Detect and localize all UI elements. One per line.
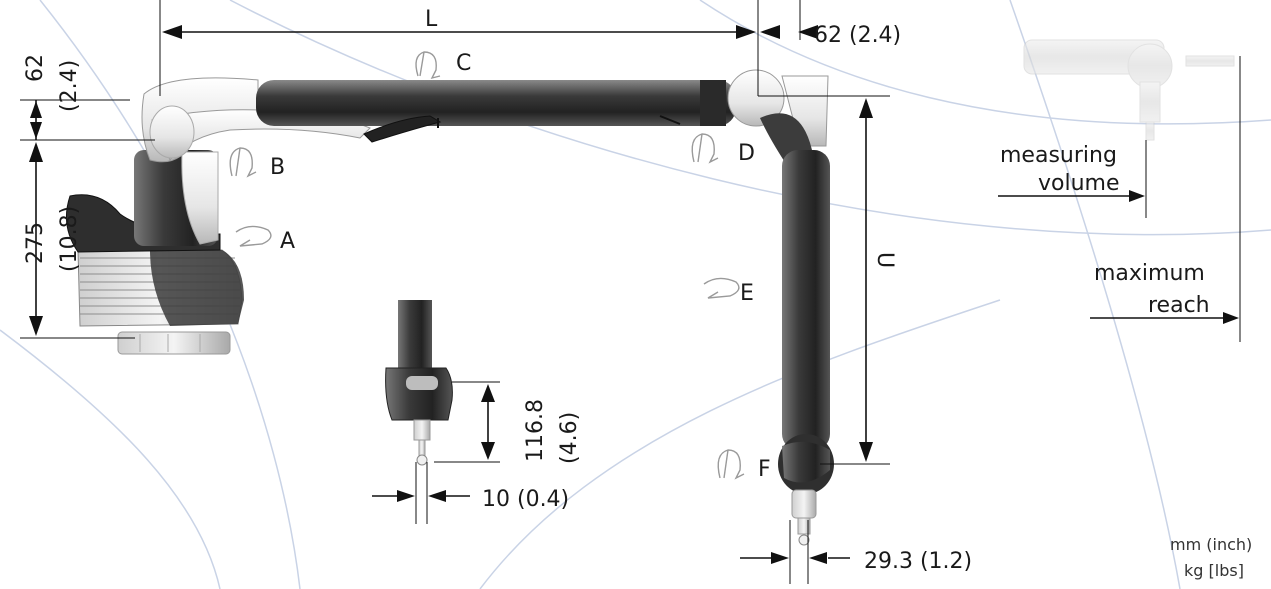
- dim-arm-tip-width-label: 29.3 (1.2): [864, 549, 972, 574]
- rotation-symbols: [229, 51, 745, 480]
- rotation-c-icon: [415, 51, 441, 80]
- axis-e-label: E: [740, 281, 754, 306]
- probe-detail: [385, 300, 453, 466]
- dim-top-offset-label: 62 (2.4): [814, 23, 901, 48]
- units-mass: kg [lbs]: [1184, 561, 1244, 580]
- horizontal-arm: [256, 80, 736, 143]
- vertical-arm: [778, 150, 834, 546]
- rotation-e-icon: [703, 277, 740, 299]
- dim-left-offset-mm-label: 62: [23, 54, 48, 82]
- dim-upper-label: U: [872, 252, 897, 268]
- dim-base-height-in-label: (10.8): [57, 206, 82, 272]
- axis-d-label: D: [738, 141, 755, 166]
- rotation-f-icon: [717, 449, 745, 480]
- dim-probe-height-in-label: (4.6): [557, 412, 582, 464]
- volume-legend-graphic: [1023, 39, 1235, 141]
- measuring-volume-line2: volume: [1038, 171, 1120, 196]
- maximum-reach-line2: reach: [1148, 293, 1210, 318]
- dim-left-offset-in-label: (2.4): [57, 60, 82, 112]
- dimension-lines: [20, 0, 1241, 584]
- dim-base-height-mm-label: 275: [23, 222, 48, 264]
- rotation-a-icon: [235, 225, 272, 247]
- dim-probe-tip-width-label: 10 (0.4): [482, 487, 569, 512]
- measuring-volume-line1: measuring: [1000, 143, 1117, 168]
- axis-a-label: A: [280, 229, 295, 254]
- labels: L 62 (2.4) 62 (2.4) 275 (10.8) U 116.8 (…: [23, 7, 1252, 580]
- units-length: mm (inch): [1170, 535, 1252, 554]
- maximum-reach-line1: maximum: [1094, 261, 1205, 286]
- rotation-d-icon: [691, 133, 719, 164]
- dim-probe-height-mm-label: 116.8: [523, 399, 548, 462]
- dim-length-label: L: [425, 7, 438, 32]
- rotation-b-icon: [229, 147, 257, 178]
- axis-b-label: B: [270, 155, 285, 180]
- axis-f-label: F: [758, 457, 771, 482]
- axis-c-label: C: [456, 51, 471, 76]
